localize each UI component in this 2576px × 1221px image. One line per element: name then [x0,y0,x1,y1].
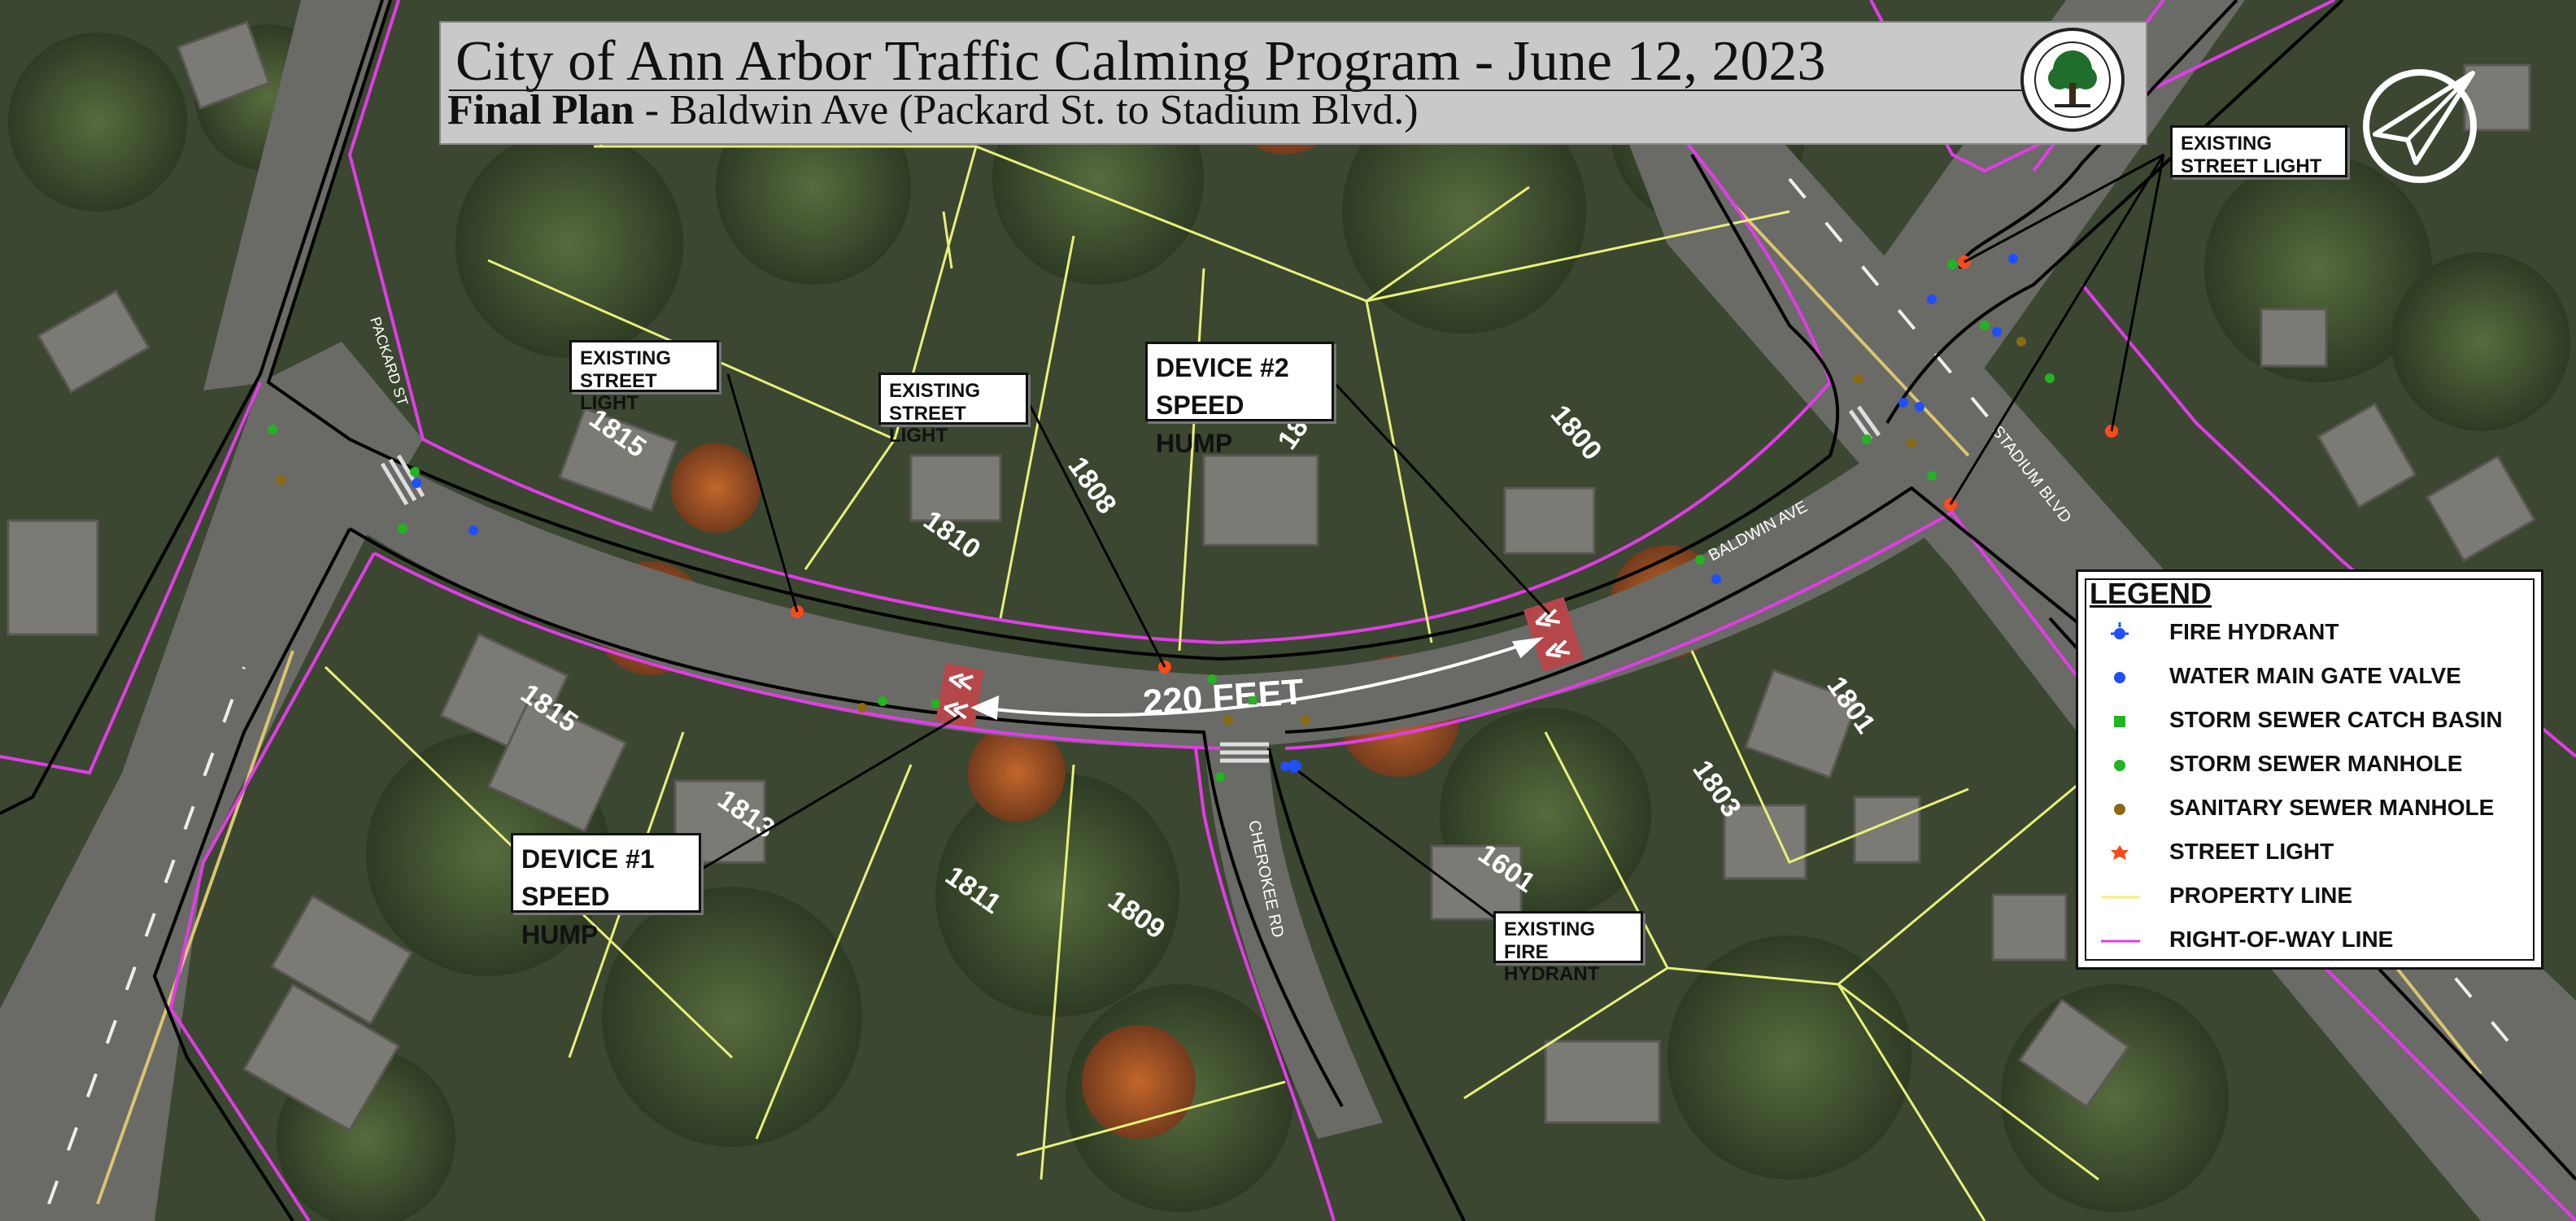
water-main-gate-valves [412,254,2018,771]
speed-hump-1 [935,663,984,728]
crosswalks [380,405,1881,763]
storm-sewer-manholes [268,259,2055,782]
callout-leaders [699,153,2165,921]
callout-text: EXISTING STREET LIGHT [2181,133,2322,177]
legend-panel: LEGEND FIRE HYDRANT WATER MAIN GATE VALV… [2076,569,2543,970]
fire-hydrant-icon [2111,622,2129,639]
speed-hump-2 [1523,596,1584,673]
callout-line: SPEED HUMP [1156,390,1244,458]
legend-item-water-main-gate-valve: WATER MAIN GATE VALVE [2078,655,2534,699]
callout-device-1-speed-hump: DEVICE #1 SPEED HUMP [511,833,701,949]
callout-existing-street-light-west: EXISTING STREET LIGHT [569,340,719,414]
sanitary-manhole-icon [2114,804,2125,815]
fire-hydrant-marker [1288,760,1301,773]
legend-item-sanitary-sewer-manhole: SANITARY SEWER MANHOLE [2078,787,2534,831]
callout-line: DEVICE #2 [1156,353,1289,382]
legend-item-property-line: PROPERTY LINE [2078,874,2534,918]
storm-sewer-catch-basins [931,696,1257,708]
callout-text: EXISTING FIRE HYDRANT [1504,918,1600,986]
right-of-way-line-icon [2101,940,2140,943]
legend-label: PROPERTY LINE [2169,883,2353,908]
legend-title: LEGEND [2090,577,2212,610]
legend-item-storm-sewer-catch-basin: STORM SEWER CATCH BASIN [2078,699,2534,743]
map-subtitle: Final Plan - Baldwin Ave (Packard St. to… [447,86,1419,134]
building-roofs [7,20,2536,1132]
north-arrow-icon [2363,69,2477,183]
distance-arrow [970,637,1545,721]
catch-basin-icon [2114,716,2125,727]
legend-label: STORM SEWER MANHOLE [2169,751,2463,776]
gate-valve-icon [2114,672,2125,683]
callout-device-2-speed-hump: DEVICE #2 SPEED HUMP [1145,342,1334,458]
callout-line: DEVICE #1 [521,844,655,874]
storm-manhole-icon [2114,760,2125,771]
subtitle-bold: Final Plan [447,87,634,133]
legend-label: WATER MAIN GATE VALVE [2169,663,2461,688]
legend-item-storm-sewer-manhole: STORM SEWER MANHOLE [2078,743,2534,787]
legend-label: FIRE HYDRANT [2169,619,2339,644]
legend-item-street-light: STREET LIGHT [2078,831,2534,874]
callout-existing-street-light-mid: EXISTING STREET LIGHT [878,373,1028,447]
title-block: City of Ann Arbor Traffic Calming Progra… [439,21,2147,145]
legend-label: SANITARY SEWER MANHOLE [2169,795,2495,820]
title-divider [449,89,2024,91]
city-seal-icon [2020,28,2125,132]
callout-existing-street-light-east: EXISTING STREET LIGHT [2170,125,2347,177]
subtitle-rest: - Baldwin Ave (Packard St. to Stadium Bl… [634,87,1419,133]
callout-text: EXISTING STREET LIGHT [580,347,672,415]
legend-label: STREET LIGHT [2169,839,2334,864]
legend-label: STORM SEWER CATCH BASIN [2169,707,2503,732]
property-line-icon [2101,896,2140,899]
legend-item-right-of-way-line: RIGHT-OF-WAY LINE [2078,918,2534,962]
legend-label: RIGHT-OF-WAY LINE [2169,927,2394,952]
legend-frame [2085,578,2535,961]
callout-line: SPEED HUMP [521,882,610,949]
sanitary-sewer-manholes [276,337,2026,725]
map-title: City of Ann Arbor Traffic Calming Progra… [455,30,1826,93]
callout-existing-fire-hydrant: EXISTING FIRE HYDRANT [1493,911,1643,985]
property-lines [324,81,2099,1221]
street-light-icon [2111,845,2129,860]
legend-item-fire-hydrant: FIRE HYDRANT [2078,611,2534,655]
callout-text: EXISTING STREET LIGHT [889,380,981,447]
